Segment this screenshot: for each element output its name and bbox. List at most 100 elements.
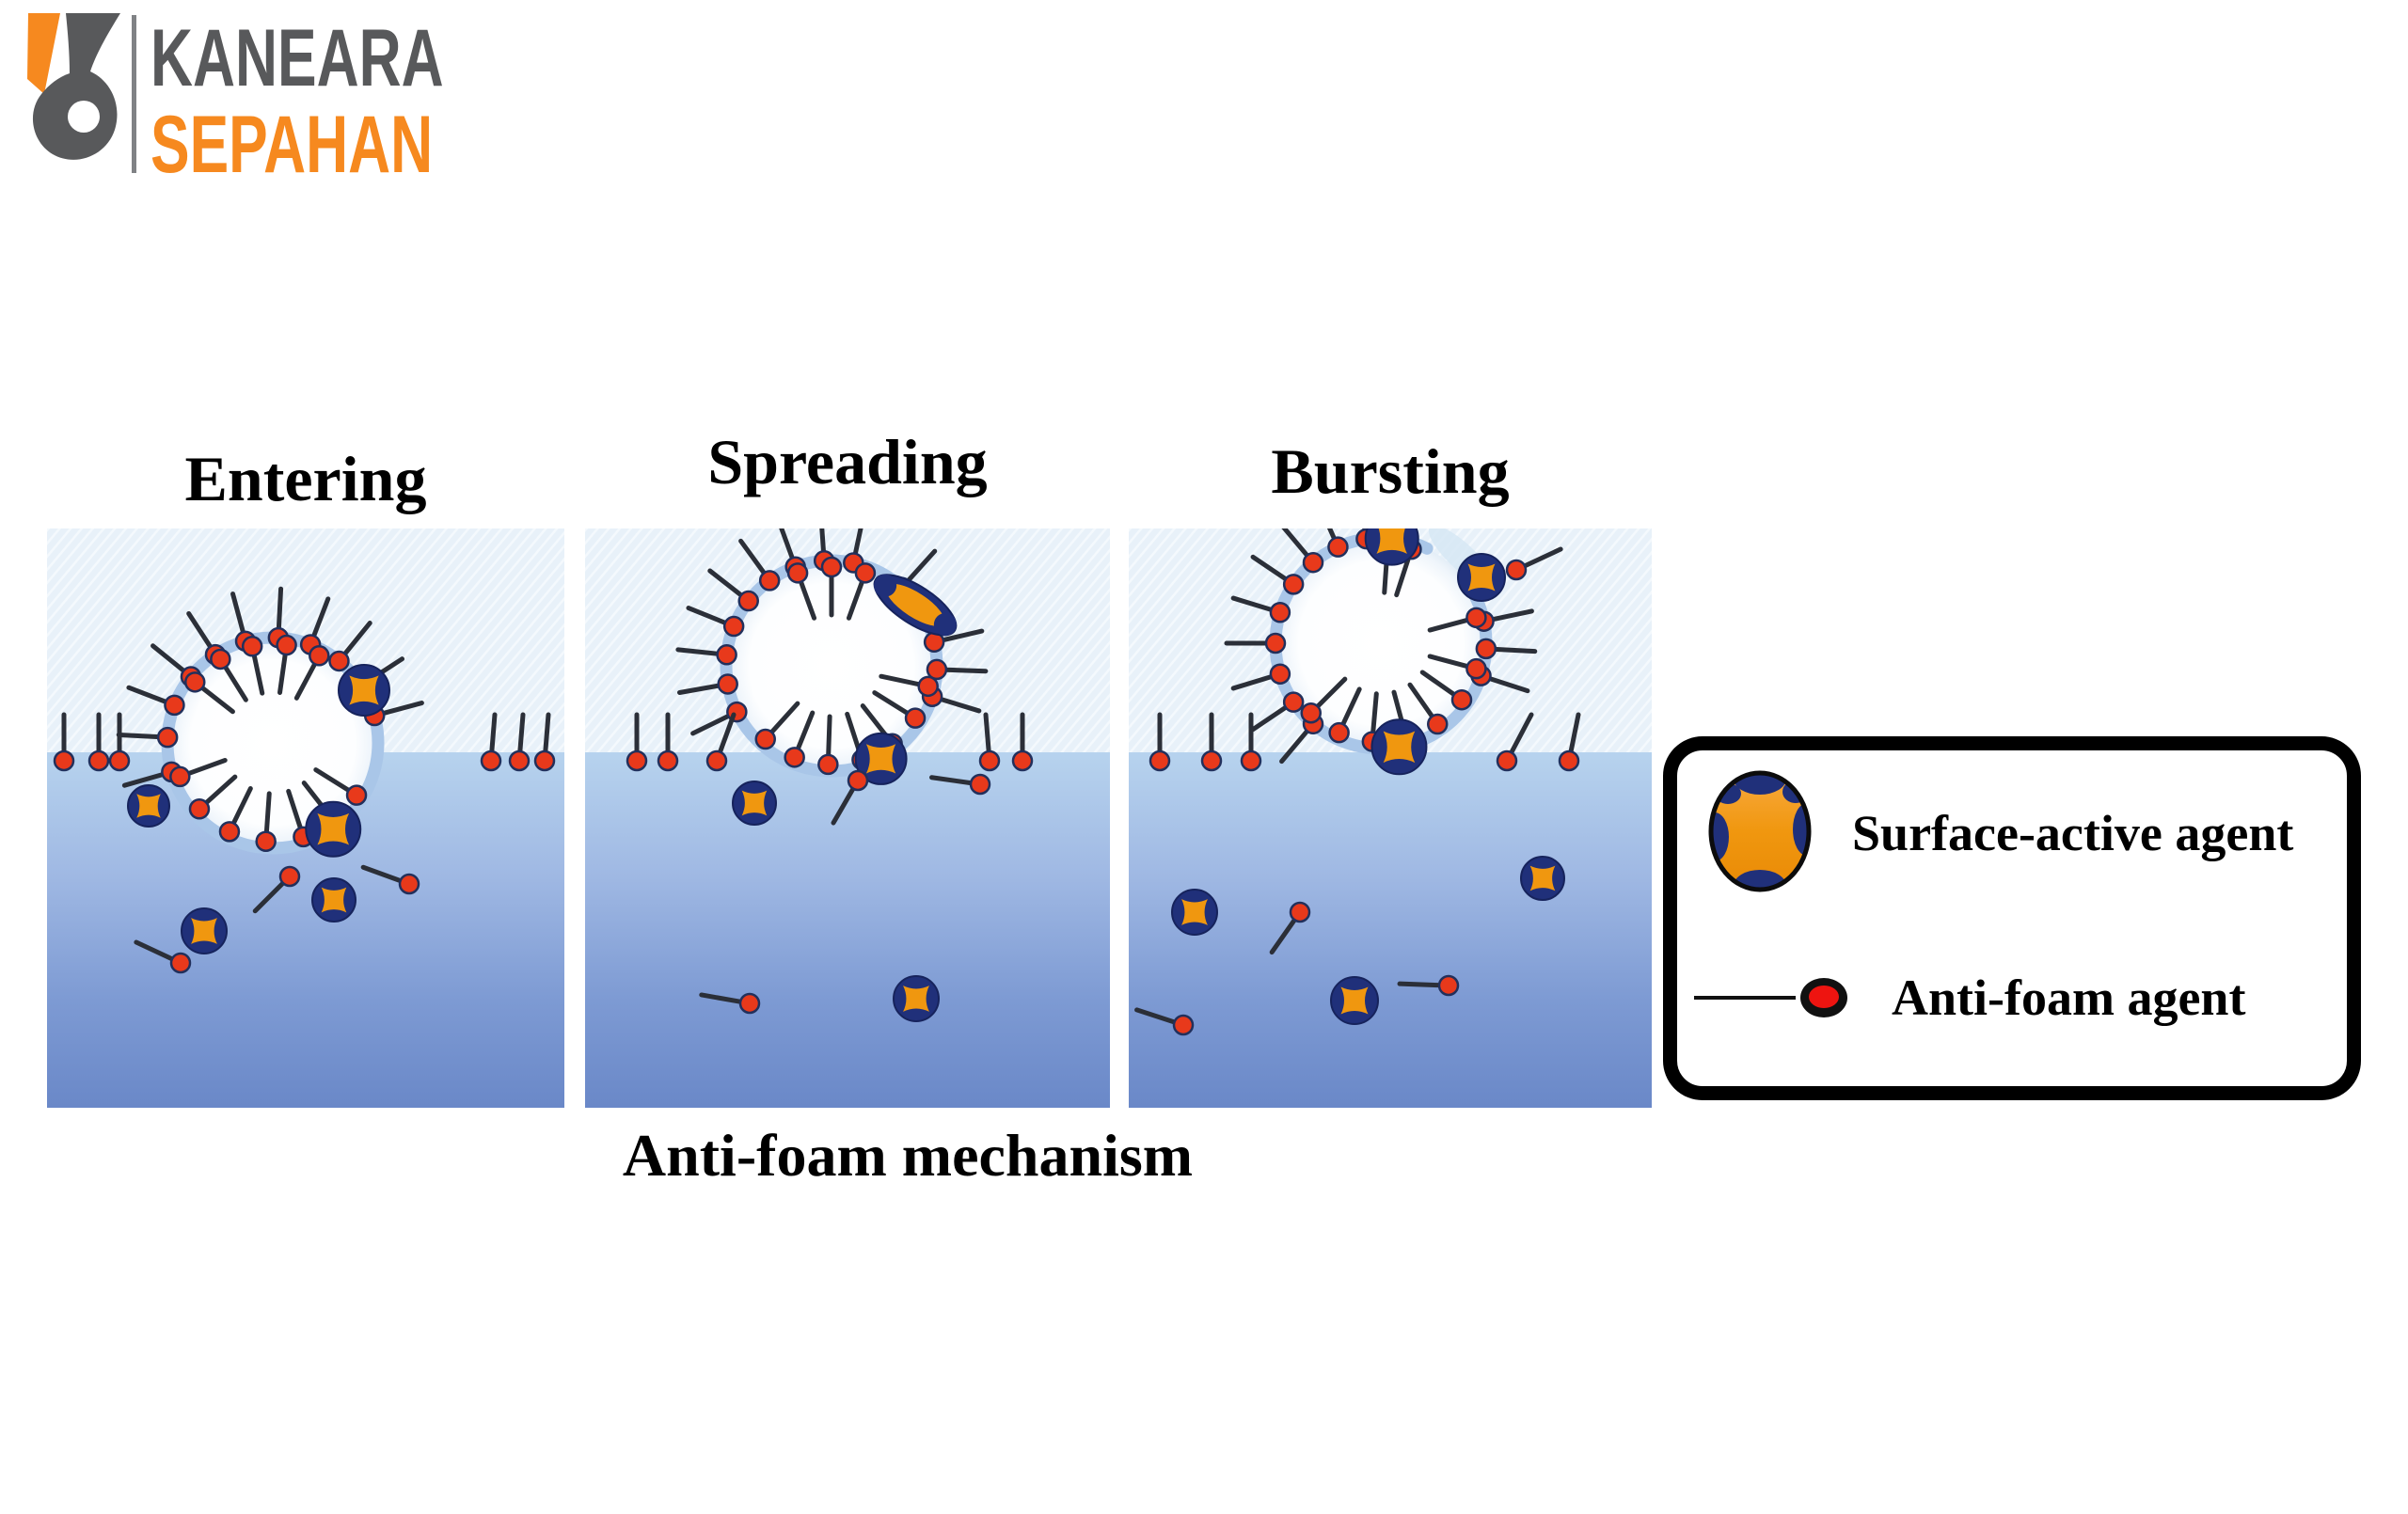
molecule-tail [543,712,551,757]
molecule-tail [1523,546,1563,568]
panel-scene [1129,528,1652,1108]
molecule-tail [1486,675,1530,694]
anti-foam-head [480,749,502,772]
anti-foam-head [156,726,179,749]
molecule-tail [263,791,272,836]
molecule-tail [938,696,982,714]
ball-orange-core [191,918,217,944]
anti-foam-head [904,707,927,729]
legend-label-anti-foam-agent: Anti-foam agent [1892,970,2246,1026]
molecule-tail [126,685,169,705]
anti-foam-head [1289,901,1311,923]
anti-foam-head [1269,663,1291,685]
anti-foam-head [1011,749,1034,772]
anti-foam-head [1327,536,1349,558]
molecule-tail [846,578,865,621]
molecule-tail [1134,1007,1177,1025]
anti-foam-head [53,749,75,772]
molecule-tail [1492,646,1538,654]
molecule-tail [1230,673,1275,691]
legend-label-surface-active-agent: Surface-active agent [1852,805,2294,861]
molecule-tail [1339,686,1362,728]
molecule-tail [251,652,265,696]
water-region [1129,752,1652,1108]
molecule-tail [707,568,745,599]
molecule-tail [1370,691,1379,736]
ball-orange-core [903,986,929,1012]
anti-foam-head [1302,551,1324,574]
ball-orange-core [741,790,768,816]
anti-foam-head [722,615,745,638]
brand-logo-mark-icon [27,13,120,160]
molecule-tail [277,651,288,696]
molecule-tail [717,712,737,757]
molecule-tail [1281,528,1310,559]
molecule-tail [186,610,214,651]
molecule-tail [738,538,768,576]
molecule-tail [121,771,166,788]
anti-foam-head [1282,691,1305,713]
molecule-tail [134,939,174,961]
molecule-tail [1250,704,1290,733]
molecule-tail [1427,617,1471,633]
molecule-tail [310,596,331,639]
molecule-tail [779,528,796,561]
anti-foam-head [164,694,185,717]
anti-foam-head [1450,688,1473,711]
foam-bubble [726,560,937,771]
anti-foam-head [1240,749,1262,772]
molecule-tail [1230,595,1275,613]
anti-foam-head [328,650,350,672]
molecule-tail [1250,554,1290,582]
anti-foam-head [1200,749,1223,772]
anti-foam-head [978,749,1001,772]
ball-orange-core [349,675,379,705]
anti-foam-head [508,749,531,772]
anti-foam-head [1505,559,1528,581]
anti-foam-head [717,673,738,695]
brand-name-line2: SEPAHAN [150,100,434,191]
anti-foam-head [1475,638,1497,660]
anti-foam-head [705,749,728,772]
logo-orange-facet [27,13,60,94]
water-region [585,752,1110,1108]
molecule-tail [699,992,742,1004]
molecule-tail [185,757,228,777]
molecule-tail [795,710,816,752]
legend-item-anti-foam-agent: Anti-foam agent [1690,965,2245,1031]
anti-foam-head [716,644,737,666]
anti-foam-head [398,873,420,895]
molecule-tail [826,714,832,759]
molecule-tail [1326,528,1338,542]
anti-foam-head [218,821,241,843]
anti-foam-head [255,830,277,852]
ball-orange-core [1467,563,1496,591]
anti-foam-head [1496,749,1518,772]
stage-title-bursting: Bursting [1271,435,1510,507]
brand-name-line1: KANEARA [150,13,444,104]
molecule-tail [879,673,923,687]
molecule-tail [360,864,403,883]
molecule-tail [852,528,863,558]
anti-foam-head [1426,713,1449,735]
molecule-tail [230,591,246,636]
molecule-tail [276,586,284,632]
anti-foam-head [754,728,776,750]
molecule-tail [1489,608,1534,623]
molecule-tail [768,701,800,735]
anti-foam-head [108,749,131,772]
anti-foam-head [345,784,368,806]
molecule-tail [943,667,989,674]
molecule-tail [1397,981,1441,988]
spreading-diagram [585,528,1110,1108]
anti-foam-head [1328,721,1350,744]
surface-active-agent-icon [1708,770,1812,892]
anti-foam-head [1264,632,1287,654]
molecule-tail [1407,682,1435,720]
anti-foam-head [1558,749,1580,772]
molecule-tail [798,578,817,621]
ball-orange-core [1529,865,1556,891]
molecule-tail [341,621,372,657]
molecule-tail [675,647,721,656]
